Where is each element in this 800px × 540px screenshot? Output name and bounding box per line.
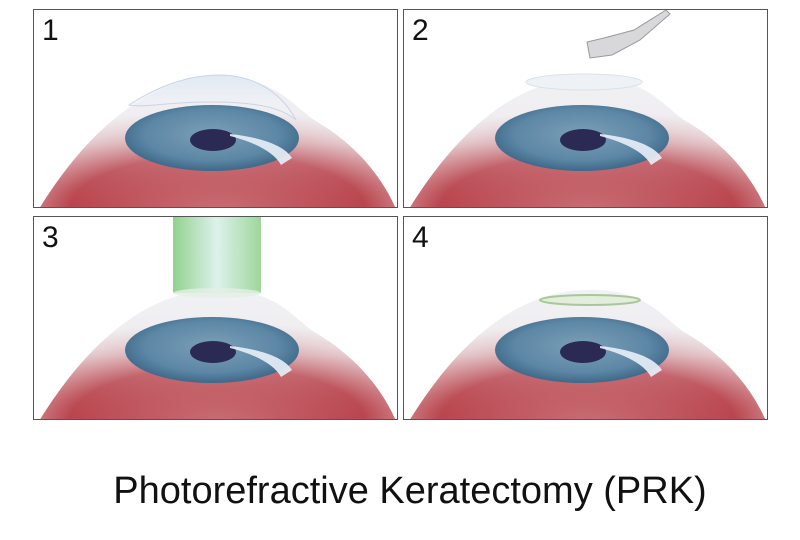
removed-epithelium [525,73,643,91]
cornea-layer [127,74,297,121]
laser-beam [173,217,261,293]
eye-illustration [39,217,396,419]
step-2-panel: 2 [403,9,768,208]
step-number: 1 [42,14,59,47]
step-4-panel: 4 [403,216,768,420]
eye-illustration [409,289,766,419]
step-number: 3 [42,221,59,254]
eye-illustration [39,74,396,207]
diagram-title: Photorefractive Keratectomy (PRK) [113,470,707,512]
spatula-icon [586,10,671,59]
step-number: 2 [412,14,429,47]
step-1-panel: 1 [33,9,398,208]
step-3-panel: 3 [33,216,398,420]
step-number: 4 [412,221,429,254]
eye-illustration [409,10,766,207]
contact-lens [539,294,641,306]
